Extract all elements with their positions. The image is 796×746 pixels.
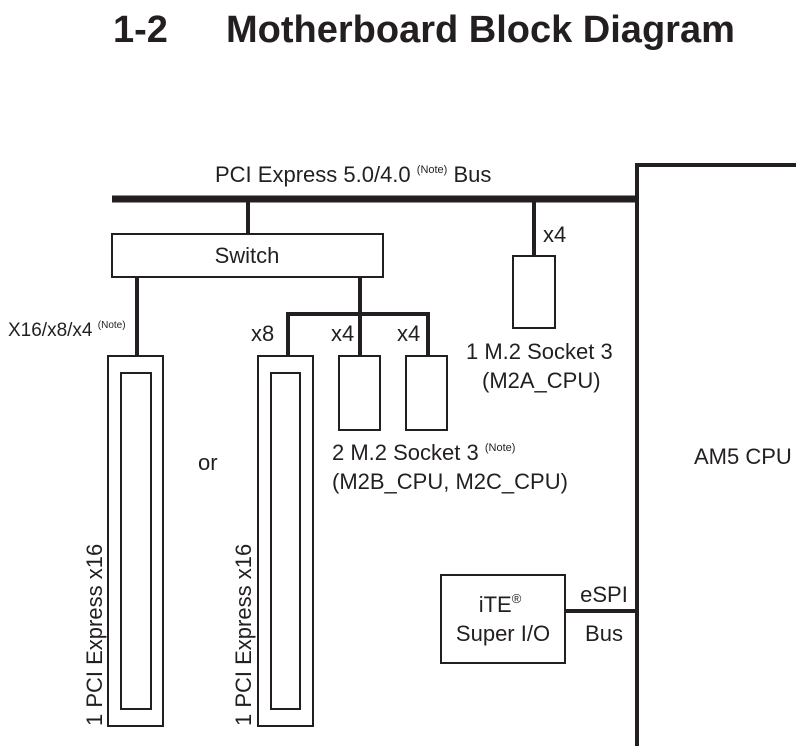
m2c-lanes: x4 xyxy=(397,321,420,346)
m2b-lanes: x4 xyxy=(331,321,354,346)
m2a-lanes: x4 xyxy=(543,222,566,247)
left-slot-lanes: X16/x8/x4 (Note) xyxy=(8,320,126,341)
m2b-socket-box xyxy=(338,355,381,431)
cpu-label: AM5 CPU xyxy=(694,444,792,469)
espi-label: eSPI xyxy=(580,582,628,607)
superio-box xyxy=(440,574,566,664)
m2c-socket-box xyxy=(405,355,448,431)
pcie-slot-left-label: 1 PCI Express x16 xyxy=(82,544,107,726)
superio-label: Super I/O xyxy=(456,621,550,646)
superio-brand: iTE® xyxy=(479,591,522,617)
switch-label: Switch xyxy=(215,243,280,268)
m2a-socket-box xyxy=(512,255,556,329)
pcie-slot-left-inner xyxy=(120,372,152,710)
pcie-slot-right-label: 1 PCI Express x16 xyxy=(231,544,256,726)
section-number: 1-2 xyxy=(113,9,168,51)
cpu-box xyxy=(635,163,796,746)
m2-switch-label: 2 M.2 Socket 3 (Note) xyxy=(332,440,515,465)
bus-label: PCI Express 5.0/4.0 (Note) Bus xyxy=(215,153,491,187)
switch-branch-lines xyxy=(286,277,430,356)
or-label: or xyxy=(198,450,218,475)
pcie-slot-right-inner xyxy=(270,372,301,710)
switch-box xyxy=(111,233,384,278)
espi-bus-label: Bus xyxy=(585,621,623,646)
m2-switch-sublabel: (M2B_CPU, M2C_CPU) xyxy=(332,469,568,494)
right-slot-lanes: x8 xyxy=(251,321,274,346)
m2a-sublabel: (M2A_CPU) xyxy=(482,368,601,393)
m2a-label: 1 M.2 Socket 3 xyxy=(466,339,613,364)
page-title: Motherboard Block Diagram xyxy=(226,9,735,51)
